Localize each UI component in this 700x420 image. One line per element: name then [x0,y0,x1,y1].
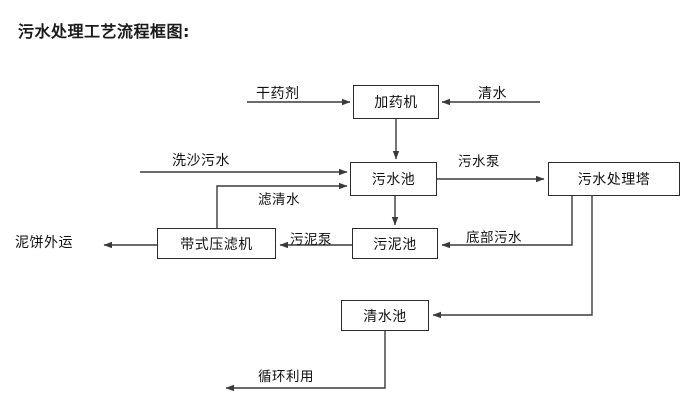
edge-label-bottom-sewage: 底部污水 [466,230,522,246]
node-dosing-machine[interactable]: 加药机 [353,85,439,119]
node-clear-water-pool[interactable]: 清水池 [341,300,429,331]
terminal-dry-reagent: 干药剂 [256,86,300,102]
edge-clear-pool-to-recycle [225,331,386,392]
edge-tower-to-sludge-pool [441,196,573,249]
edge-label-sewage-pump: 污水泵 [458,154,500,170]
terminal-mud-cake-transport: 泥饼外运 [15,235,73,251]
edge-belt-press-to-sewage-pool [216,182,348,228]
page-title: 污水处理工艺流程框图: [18,22,190,41]
edge-label-filtrate-water: 滤清水 [258,192,300,208]
terminal-clean-water: 清水 [478,86,507,102]
terminal-sand-washing-sewage: 洗沙污水 [172,153,230,169]
node-treatment-tower[interactable]: 污水处理塔 [548,162,680,196]
edge-tower-to-clear-pool [432,196,593,319]
node-sewage-pool[interactable]: 污水池 [350,162,437,196]
edge-label-recycle-reuse: 循环利用 [258,369,314,385]
node-belt-filter-press[interactable]: 带式压滤机 [157,228,276,259]
node-sludge-pool[interactable]: 污泥池 [352,228,438,259]
edge-label-sludge-pump: 污泥泵 [290,232,332,248]
